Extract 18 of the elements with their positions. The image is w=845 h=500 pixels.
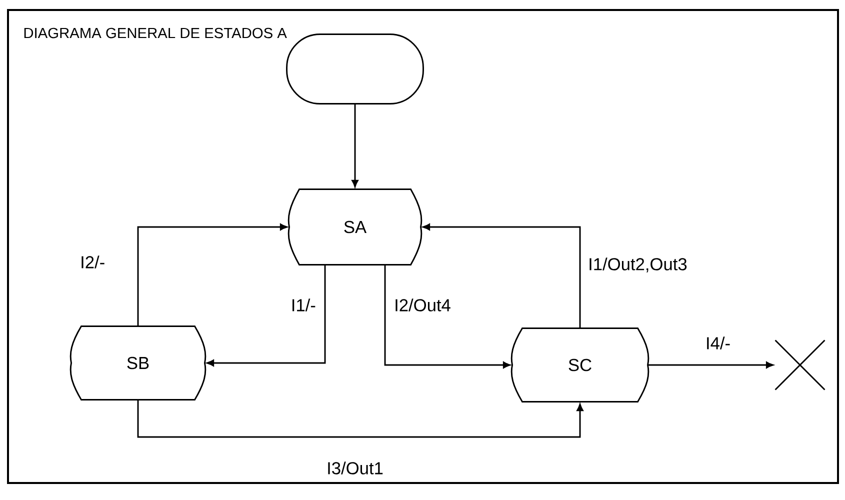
edge-label: I2/Out4 xyxy=(392,297,452,313)
state-box: SA xyxy=(288,188,422,266)
arrow xyxy=(384,264,510,368)
edge-label: I2/- xyxy=(78,254,106,270)
arrow xyxy=(206,264,326,366)
arrow xyxy=(137,400,584,438)
edge-label: I1/Out2,Out3 xyxy=(586,256,689,274)
arrow xyxy=(648,362,774,368)
diagram-title: DIAGRAMA GENERAL DE ESTADOS A xyxy=(24,28,287,38)
arrow xyxy=(422,224,581,328)
arrow xyxy=(352,104,358,188)
arrow xyxy=(137,224,288,326)
state-box: SC xyxy=(510,328,650,402)
edge-label: I1/- xyxy=(290,297,318,313)
end-cross xyxy=(774,340,826,390)
state-box: SB xyxy=(70,326,206,400)
edge-label: I3/Out1 xyxy=(325,460,385,476)
edge-label: I4/- xyxy=(704,335,732,351)
